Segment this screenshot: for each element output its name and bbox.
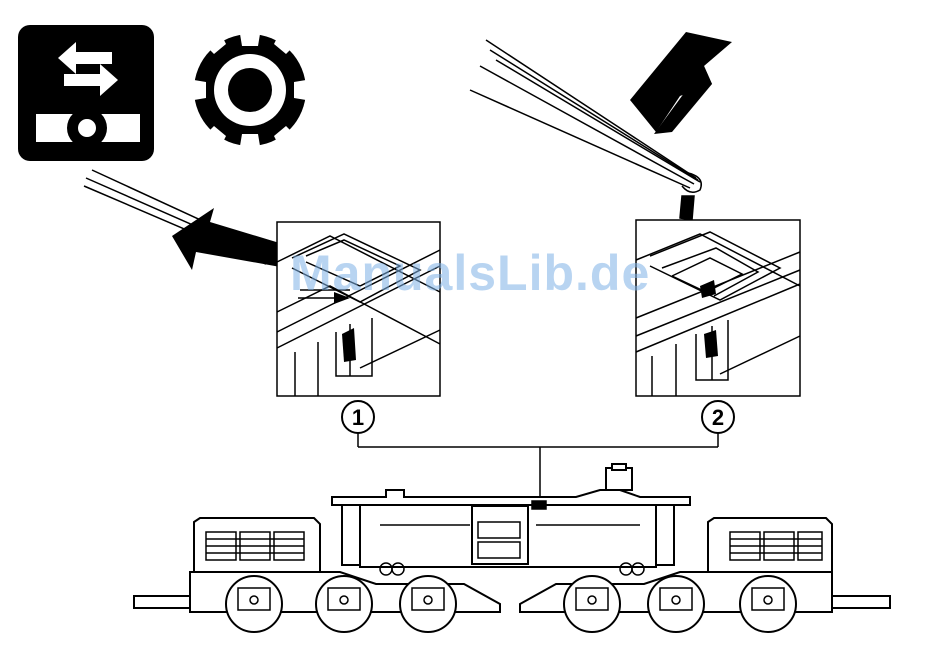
- lift-up-arrow-icon: [630, 32, 732, 134]
- callout-number-2: 2: [712, 405, 724, 430]
- callout-2: 2: [702, 401, 734, 433]
- callout-1: 1: [342, 401, 374, 433]
- leader-lines: [358, 433, 718, 506]
- gear-icon: [194, 32, 306, 148]
- detail-panel-1: [277, 222, 440, 396]
- callout-number-1: 1: [352, 405, 364, 430]
- swap-arrows-gear-icon: [18, 25, 154, 161]
- detail-panel-2: [636, 220, 800, 396]
- locomotive: [134, 464, 890, 632]
- insert-arrow-icon: [84, 170, 296, 270]
